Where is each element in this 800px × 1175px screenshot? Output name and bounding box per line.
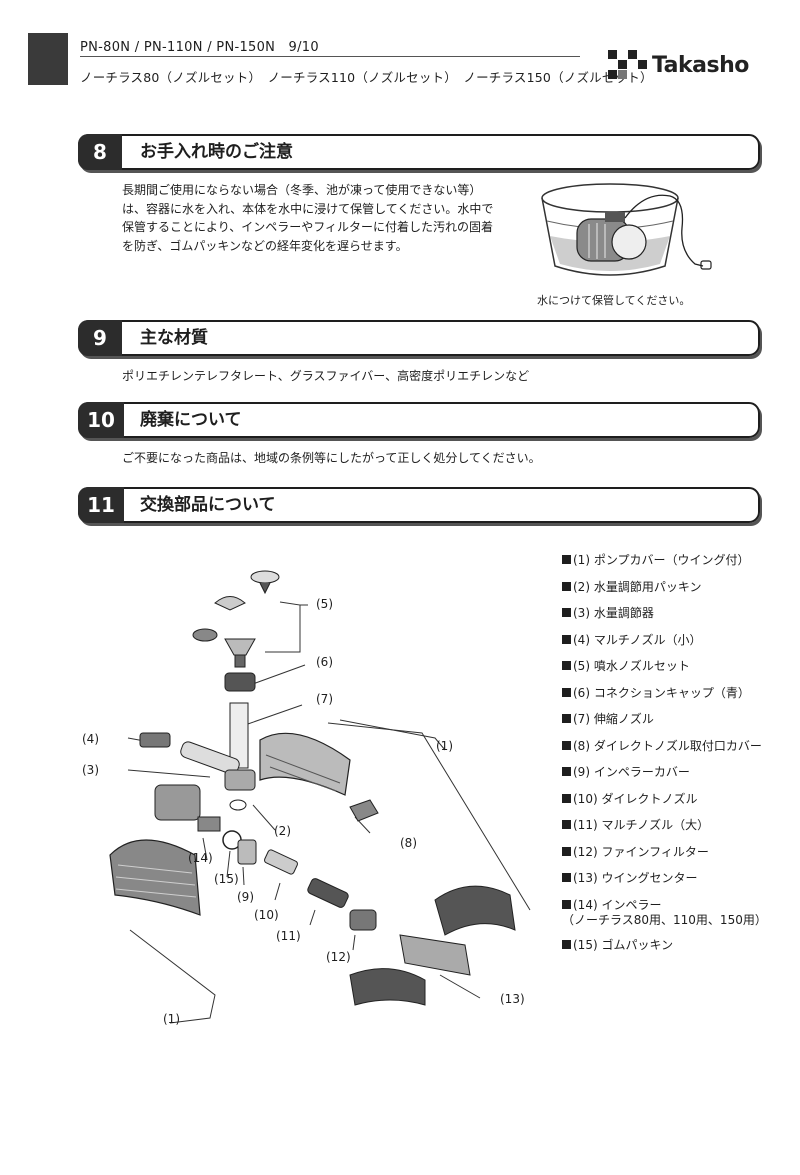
brand-name: Takasho	[652, 53, 749, 78]
model-numbers: PN-80N / PN-110N / PN-150N 9/10	[80, 40, 319, 55]
bullet-square-icon	[562, 661, 571, 670]
bullet-square-icon	[562, 687, 571, 697]
callout-label: (2)	[274, 824, 291, 838]
pump-cover-top-icon	[259, 732, 351, 796]
section-title: 主な材質	[140, 328, 208, 348]
list-item: (14) インペラー（ノーチラス80用、110用、150用）	[562, 892, 794, 932]
text-line: 長期間ご使用にならない場合（冬季、池が凍って使用できない等）	[122, 183, 482, 197]
callout-label: (1)	[436, 739, 453, 753]
multi-nozzle-small-icon	[139, 732, 171, 748]
list-item: (8) ダイレクトノズル取付口カバー	[562, 733, 794, 760]
materials-text: ポリエチレンテレフタレート、グラスファイバー、高密度ポリエチレンなど	[122, 369, 530, 383]
bullet-square-icon	[562, 899, 571, 909]
bullet-square-icon	[562, 634, 571, 644]
list-item: (11) マルチノズル（大）	[562, 812, 794, 839]
bullet-square-icon	[562, 767, 571, 776]
list-item: (1) ポンプカバー（ウイング付）	[562, 547, 794, 574]
text-line: は、容器に水を入れ、本体を水中に浸けて保管してください。水中で	[122, 201, 494, 216]
packing-ring-icon	[229, 799, 247, 811]
pump-motor-icon	[154, 784, 201, 821]
callout-label: (1)	[163, 1012, 180, 1026]
header-divider	[80, 56, 580, 57]
list-item: (15) ゴムパッキン	[562, 932, 794, 959]
list-item: (9) インペラーカバー	[562, 759, 794, 786]
section-10-heading: 10 廃棄について	[78, 402, 760, 438]
callout-label: (6)	[316, 655, 333, 669]
connection-cap-icon	[224, 672, 256, 692]
takasho-logo: Takasho	[608, 50, 768, 84]
care-instructions: 長期間ご使用にならない場合（冬季、池が凍って使用できない等） は、容器に水を入れ…	[122, 181, 493, 255]
section-number: 10	[78, 402, 124, 438]
bullet-square-icon	[562, 608, 571, 617]
callout-label: (7)	[316, 692, 333, 706]
direct-nozzle-icon	[264, 849, 298, 875]
bullet-square-icon	[562, 873, 571, 882]
list-item: (7) 伸縮ノズル	[562, 706, 794, 733]
callout-label: (9)	[237, 890, 254, 904]
callout-label: (3)	[82, 763, 99, 777]
list-item-note: （ノーチラス80用、110用、150用）	[562, 913, 767, 927]
list-item: (6) コネクションキャップ（青）	[562, 680, 794, 707]
bullet-square-icon	[562, 714, 571, 723]
callout-label: (4)	[82, 732, 99, 746]
section-number: 11	[78, 487, 124, 523]
bullet-square-icon	[562, 939, 571, 949]
corner-mark	[28, 33, 68, 85]
section-number: 8	[78, 134, 122, 170]
bullet-square-icon	[562, 793, 571, 803]
bullet-square-icon	[562, 581, 571, 591]
impeller-icon	[197, 816, 221, 832]
list-item: (10) ダイレクトノズル	[562, 786, 794, 813]
callout-label: (10)	[254, 908, 279, 922]
fountain-nozzle-set-icon	[192, 570, 280, 668]
wing-center-icon	[399, 934, 471, 976]
callout-label: (8)	[400, 836, 417, 850]
port-cover-icon	[349, 799, 379, 822]
list-item: (4) マルチノズル（小）	[562, 627, 794, 654]
section-title: お手入れ時のご注意	[140, 142, 293, 162]
list-item: (5) 噴水ノズルセット	[562, 653, 794, 680]
fine-filter-icon	[349, 909, 377, 931]
list-item: (2) 水量調節用パッキン	[562, 574, 794, 601]
bullet-square-icon	[562, 740, 571, 750]
list-item: (3) 水量調節器	[562, 600, 794, 627]
section-title: 交換部品について	[140, 495, 276, 515]
replacement-parts-list: (1) ポンプカバー（ウイング付） (2) 水量調節用パッキン (3) 水量調節…	[562, 547, 794, 958]
text-line: 保管することにより、インペラーやフィルターに付着した汚れの固着	[122, 220, 494, 234]
exploded-parts-diagram	[109, 570, 531, 1024]
illustration-caption: 水につけて保管してください。	[537, 294, 691, 307]
section-9-heading: 9 主な材質	[78, 320, 760, 356]
callout-label: (12)	[326, 950, 351, 964]
list-item: (13) ウイングセンター	[562, 865, 794, 892]
disposal-text: ご不要になった商品は、地域の条例等にしたがって正しく処分してください。	[122, 451, 541, 465]
product-names: ノーチラス80（ノズルセット） ノーチラス110（ノズルセット） ノーチラス15…	[80, 70, 653, 85]
callout-label: (14)	[188, 851, 213, 865]
callout-label: (13)	[500, 992, 525, 1006]
callout-label: (11)	[276, 929, 301, 943]
callout-label: (15)	[214, 872, 239, 886]
multi-nozzle-large-icon	[307, 878, 349, 908]
telescopic-nozzle-icon	[229, 702, 249, 769]
section-title: 廃棄について	[140, 410, 242, 430]
list-item: (12) ファインフィルター	[562, 839, 794, 866]
bullet-square-icon	[562, 846, 571, 856]
section-number: 9	[78, 320, 122, 356]
section-8-heading: 8 お手入れ時のご注意	[78, 134, 760, 170]
pump-cover-wing-bottom-icon	[349, 968, 426, 1006]
pump-cover-wing-right-icon	[434, 885, 516, 936]
pump-in-water-icon	[576, 212, 647, 262]
text-line: を防ぎ、ゴムパッキンなどの経年変化を遅らせます。	[122, 238, 408, 253]
impeller-cover-icon	[237, 839, 257, 865]
pump-cover-left-icon	[109, 839, 201, 916]
bullet-square-icon	[562, 820, 571, 829]
flow-regulator-icon	[180, 741, 256, 791]
callout-label: (5)	[316, 597, 333, 611]
storage-bucket-illustration	[541, 183, 712, 276]
section-11-heading: 11 交換部品について	[78, 487, 760, 523]
bullet-square-icon	[562, 555, 571, 564]
